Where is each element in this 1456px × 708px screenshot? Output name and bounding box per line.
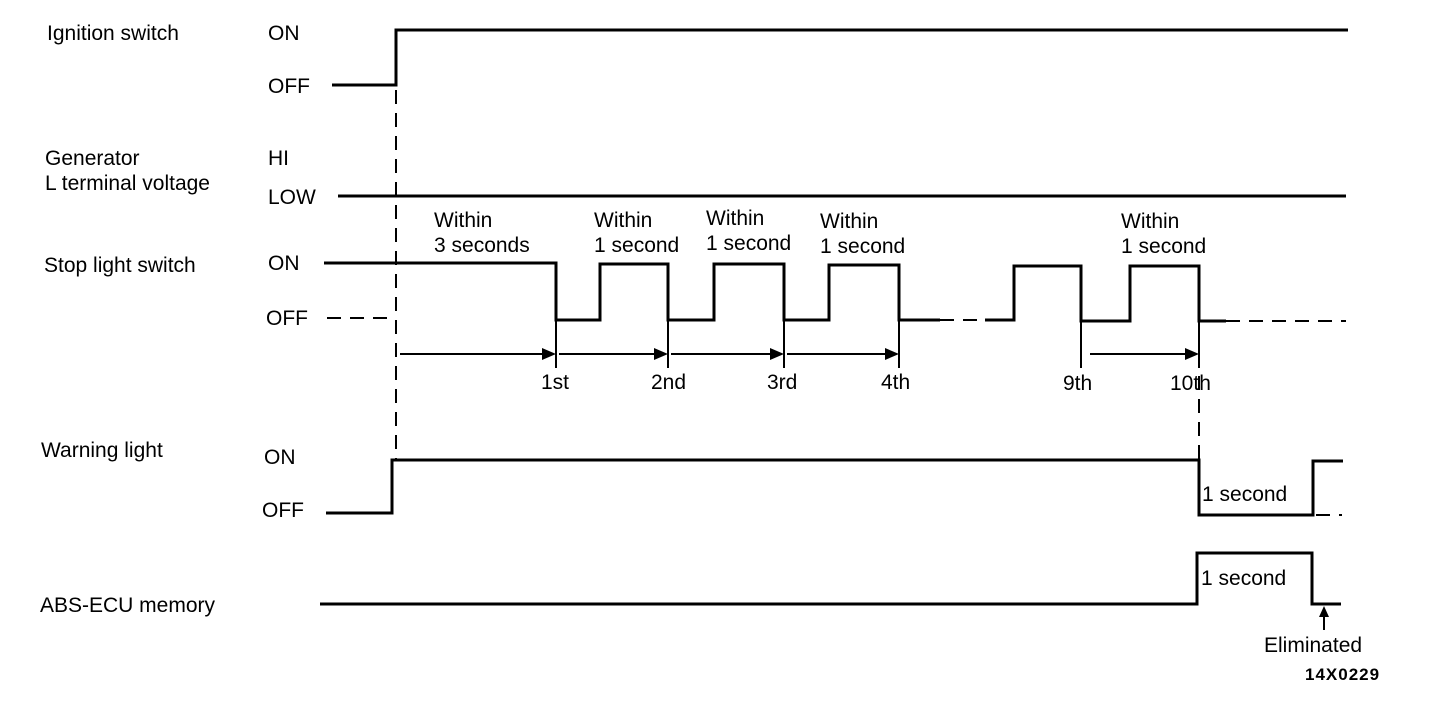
count-1st: 1st [541, 371, 569, 394]
timing-arrow-3rd-4th [787, 348, 899, 360]
timing-arrow-9th-10th [1090, 348, 1199, 360]
within-label-2: Within [594, 209, 652, 232]
stop-light-on-level: ON [268, 252, 300, 275]
warning-on-level: ON [264, 446, 296, 469]
within-label-1: Within [434, 209, 492, 232]
within-label-5: Within [1121, 210, 1179, 233]
generator-label: Generator [45, 147, 140, 170]
timing-arrow-1st-2nd [559, 348, 668, 360]
eliminated-label: Eliminated [1264, 634, 1362, 657]
stop-light-off-level: OFF [266, 307, 308, 330]
three-seconds-label: 3 seconds [434, 234, 530, 257]
count-10th: 10th [1170, 372, 1211, 395]
stop-light-waveform-pulses-9-10 [985, 264, 1226, 323]
one-second-label-3: 1 second [706, 232, 791, 255]
one-second-label-2: 1 second [594, 234, 679, 257]
count-9th: 9th [1063, 372, 1092, 395]
figure-code: 14X0229 [1305, 665, 1380, 684]
one-second-label-5: 1 second [1121, 235, 1206, 258]
timing-arrow-3-seconds [400, 348, 556, 360]
count-4th: 4th [881, 371, 910, 394]
warning-light-waveform [326, 458, 1343, 517]
ignition-off-level: OFF [268, 75, 310, 98]
stop-light-waveform-pulses-1-4 [324, 261, 940, 322]
ignition-switch-waveform [332, 28, 1348, 87]
timing-arrow-2nd-3rd [671, 348, 784, 360]
warning-off-level: OFF [262, 499, 304, 522]
one-second-label-4: 1 second [820, 235, 905, 258]
warning-light-label: Warning light [41, 439, 163, 462]
count-2nd: 2nd [651, 371, 686, 394]
memory-one-second-label: 1 second [1201, 567, 1286, 590]
generator-hi-level: HI [268, 147, 289, 170]
ignition-on-level: ON [268, 22, 300, 45]
l-terminal-voltage-label: L terminal voltage [45, 172, 210, 195]
generator-low-level: LOW [268, 186, 316, 209]
within-label-4: Within [820, 210, 878, 233]
within-label-3: Within [706, 207, 764, 230]
count-3rd: 3rd [767, 371, 797, 394]
stop-light-switch-label: Stop light switch [44, 254, 196, 277]
abs-ecu-memory-label: ABS-ECU memory [40, 594, 216, 617]
abs-ecu-memory-waveform [320, 551, 1341, 606]
ignition-switch-label: Ignition switch [47, 22, 179, 45]
eliminated-pointer-arrow [1319, 606, 1329, 630]
warning-one-second-label: 1 second [1202, 483, 1287, 506]
